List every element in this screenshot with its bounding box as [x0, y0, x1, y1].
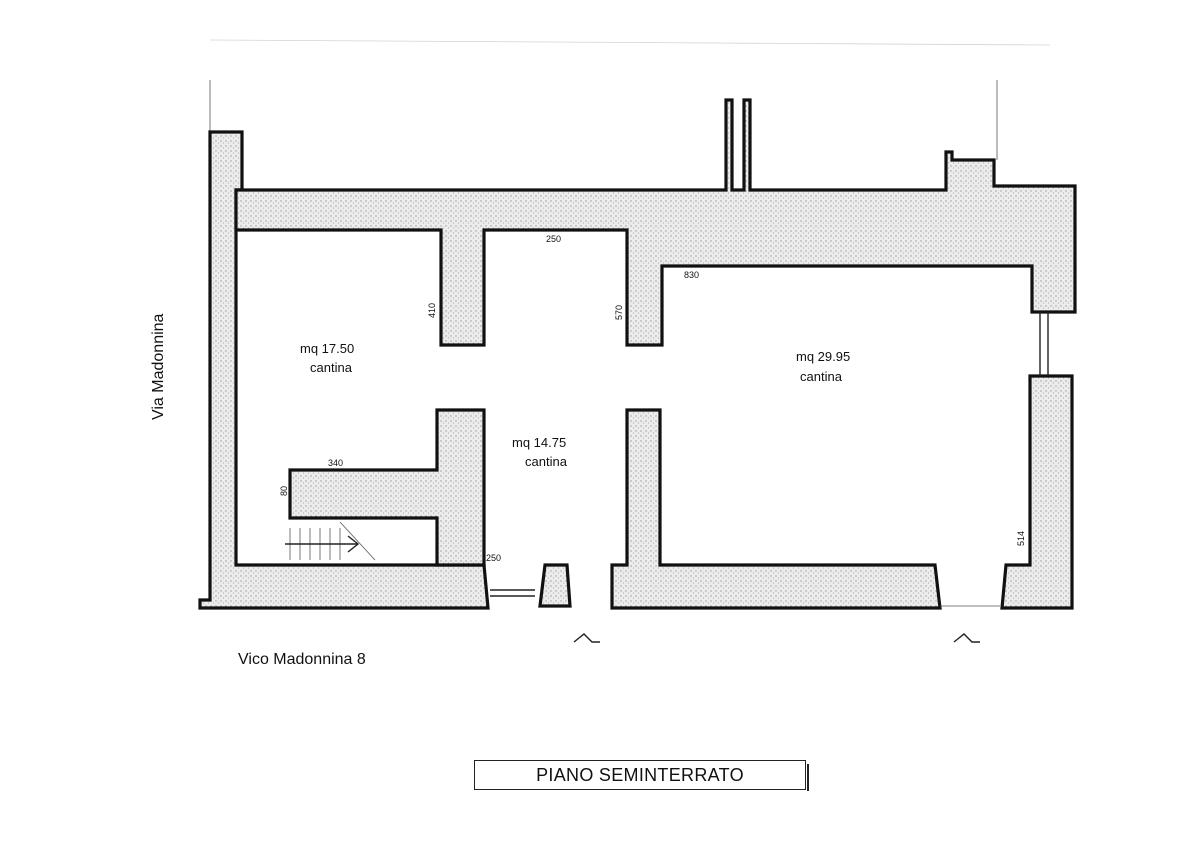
wall-stair-block	[288, 408, 486, 567]
room-right-area: mq 29.95	[796, 349, 850, 364]
wall-right-lower	[1000, 374, 1074, 610]
dimension-label: 80	[279, 486, 289, 496]
street-label-left: Via Madonnina	[150, 313, 167, 420]
room-right-name: cantina	[800, 369, 843, 384]
dimension-label: 570	[614, 305, 624, 320]
dimension-label: 830	[684, 270, 699, 280]
street-label-bottom: Vico Madonnina 8	[238, 651, 366, 668]
dimension-label: 250	[486, 553, 501, 563]
wall-top-band	[234, 98, 1077, 347]
room-left-area: mq 17.50	[300, 341, 354, 356]
dimension-label: 410	[427, 303, 437, 318]
wall-pillar	[538, 563, 572, 608]
stairs	[285, 521, 376, 561]
dimension-label: 340	[328, 458, 343, 468]
scan-line	[209, 39, 1051, 46]
entrance-arrow-icon	[953, 633, 980, 643]
room-left-name: cantina	[310, 360, 353, 375]
dimension-label: 514	[1016, 531, 1026, 546]
room-middle-area: mq 14.75	[512, 435, 566, 450]
entrance-arrow-icon	[573, 633, 600, 643]
wall-partition-lower	[610, 408, 942, 610]
dimension-label: 250	[546, 234, 561, 244]
room-middle-name: cantina	[525, 454, 568, 469]
plan-title: PIANO SEMINTERRATO	[474, 760, 809, 791]
